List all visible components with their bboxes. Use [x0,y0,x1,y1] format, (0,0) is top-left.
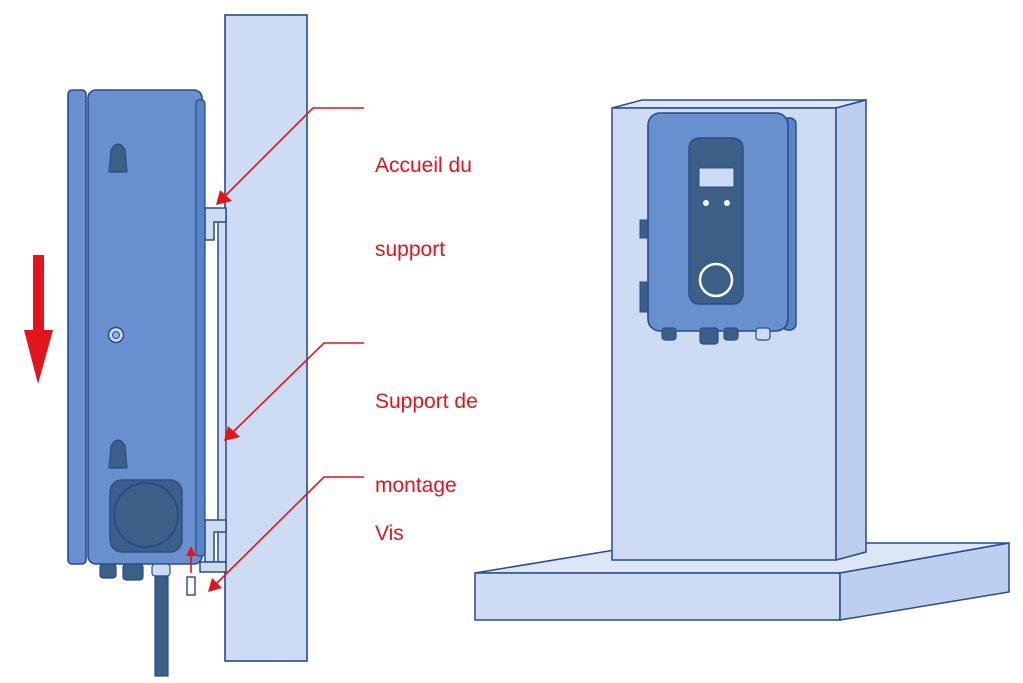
callout-accueil-line2: support [375,238,446,261]
mounting-bracket [199,207,227,573]
ring-button-icon [698,262,734,298]
socket-icon [113,482,179,548]
front-cable-gland-light [755,327,771,341]
charger-front-view [639,112,797,345]
callout-accueil-du-support: Accueil du support [375,96,472,292]
keyhole-bottom-icon [108,439,128,469]
cable-glands [99,563,144,581]
wall-side-view [224,14,308,662]
callout-arrowhead-accueil [216,190,232,205]
front-panel [688,137,744,305]
callout-support-line1: Support de [375,390,478,413]
indicator-led-right [724,200,730,206]
keyhole-top-icon [108,143,128,173]
display-screen [698,167,735,188]
housing-edge [195,99,206,557]
callout-arrowhead-support [224,426,240,441]
callout-support-de-montage: Support de montage [375,332,478,528]
callout-vis-label: Vis [375,522,404,545]
callout-arrowhead-vis [208,578,222,592]
indicator-led-left [703,200,709,206]
front-cable-glands [661,327,739,345]
charger-side-view [67,89,206,677]
cable-gland-light [151,563,171,577]
callout-vis: Vis [375,464,404,576]
power-cable [154,575,169,677]
callout-lines [213,107,364,587]
screw-icon [186,546,196,596]
callout-accueil-line1: Accueil du [375,154,472,177]
charger-back-plate [67,89,87,565]
arrow-down-icon [24,255,53,384]
callout-support-line2: montage [375,474,457,497]
